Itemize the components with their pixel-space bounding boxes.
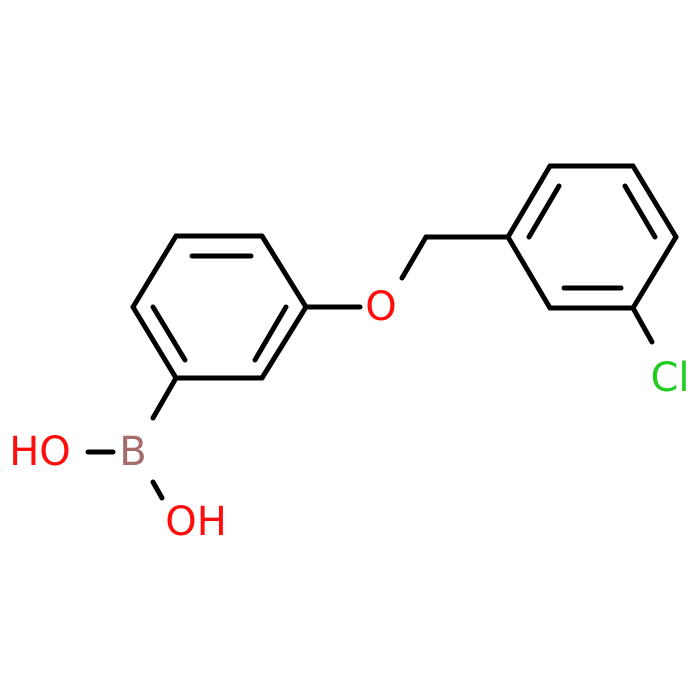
- double-bond-inner: [526, 183, 562, 240]
- hydroxyl-label-lower: OH: [165, 499, 227, 545]
- bond: [630, 234, 679, 311]
- bond: [630, 163, 679, 240]
- bond-boron-to-hydroxyl-2: [150, 479, 165, 501]
- double-bond-inner: [252, 304, 289, 363]
- bond-ring-to-chlorine: [630, 305, 655, 345]
- bond: [505, 234, 553, 311]
- bond: [259, 304, 309, 381]
- hydroxyl-label-left: HO: [9, 429, 71, 475]
- chlorine-atom-label: Cl: [650, 355, 689, 401]
- left-benzene-ring: [130, 233, 309, 381]
- bond: [399, 234, 429, 281]
- bond: [130, 304, 179, 381]
- double-bond-inner: [622, 183, 658, 240]
- ether-linkage: [303, 234, 511, 310]
- bond: [259, 233, 309, 310]
- bond: [505, 163, 553, 240]
- bond-ring-to-boron: [150, 375, 179, 421]
- bond: [130, 233, 179, 310]
- oxygen-atom-label: O: [365, 284, 396, 330]
- right-benzene-ring: [505, 163, 679, 311]
- double-bond-inner: [150, 304, 188, 363]
- boron-atom-label: B: [119, 429, 146, 475]
